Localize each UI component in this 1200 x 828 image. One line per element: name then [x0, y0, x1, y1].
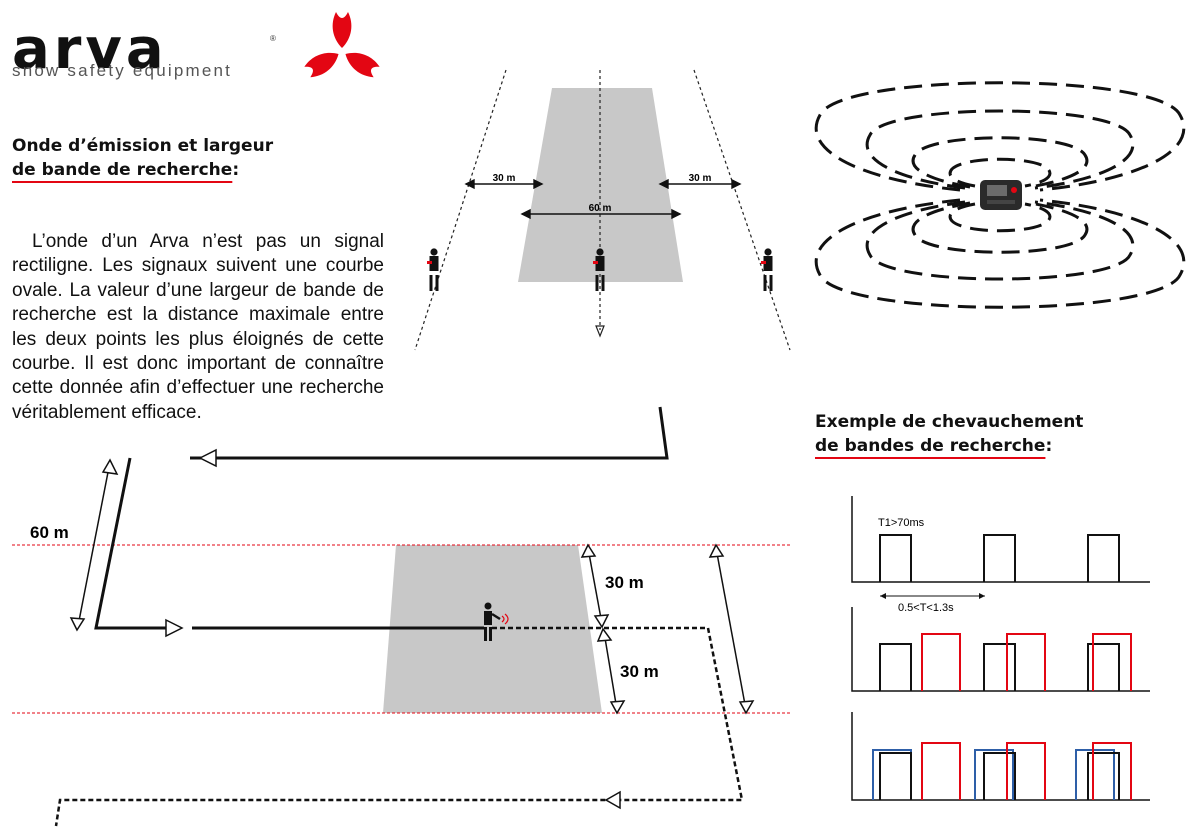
- pulse-black-3-2: [983, 752, 1016, 800]
- title-colon: :: [232, 160, 240, 180]
- arrow-icon: [979, 593, 985, 599]
- label-center-60m: 60 m: [589, 203, 612, 214]
- pulse-black-3-1: [879, 752, 912, 800]
- search-band-diagram: 30 m 60 m 30 m: [414, 69, 791, 351]
- dimension-30m-upper-line: [587, 547, 603, 625]
- search-path-upper: [190, 406, 669, 460]
- search-pattern-diagram: 60 m 30 m 30 m: [12, 406, 790, 827]
- left-path-line: [414, 69, 507, 351]
- rescuer-figure-icon: [484, 602, 509, 641]
- title-line-1: Onde d’émission et largeur: [12, 136, 274, 156]
- arrow-icon: [671, 208, 682, 220]
- chart-axis-3: [851, 712, 1150, 801]
- field-line-lower-inner: [911, 201, 1089, 254]
- arrow-icon: [533, 178, 544, 190]
- label-right-30m: 30 m: [689, 173, 712, 184]
- pulse-blue-3-1: [872, 749, 912, 800]
- pulse-black-2-1: [879, 643, 912, 691]
- searcher-figure-icon: [427, 248, 439, 291]
- searcher-figure-icon: [761, 248, 773, 291]
- dimension-arrow-icon: [580, 543, 597, 558]
- arrow-icon: [464, 178, 475, 190]
- right-path-line: [693, 69, 791, 351]
- arva-logo-icon: [304, 12, 380, 78]
- pulse-red-2-2: [1006, 633, 1046, 691]
- overlap-title-line-2: de bandes de recherche: [815, 436, 1046, 456]
- dimension-total-line: [715, 547, 747, 711]
- arrow-icon: [731, 178, 742, 190]
- field-line-upper-inner: [911, 136, 1089, 189]
- dimension-30m-lower-line: [603, 631, 618, 711]
- overlap-title-colon: :: [1045, 436, 1053, 456]
- brand-tagline: snow safety equipment: [12, 61, 233, 80]
- dimension-arrow-icon: [609, 700, 626, 715]
- field-line-upper-middle: [865, 109, 1135, 190]
- field-line-upper-outer: [814, 81, 1186, 192]
- title-line-2: de bande de recherche: [12, 160, 233, 180]
- pulse-red-2-1: [921, 633, 961, 691]
- chart-axis-1: [851, 496, 1150, 583]
- center-path-arrow-icon: [595, 325, 605, 338]
- searcher-figure-icon: [593, 248, 605, 291]
- transceiver-device-icon: [980, 180, 1022, 210]
- search-band-description: L’onde d’un Arva n’est pas un signal rec…: [12, 231, 384, 423]
- arva-wordmark: arva: [12, 17, 168, 82]
- pulse-red-3-2: [1006, 742, 1046, 800]
- section-title-overlap: Exemple de chevauchement de bandes de re…: [815, 410, 1083, 458]
- emission-wave-diagram: [814, 81, 1186, 309]
- field-line-lower-middle: [865, 200, 1135, 281]
- label-30m-upper: 30 m: [605, 573, 644, 592]
- direction-arrow-icon: [165, 618, 184, 638]
- field-line-lower-outer: [814, 198, 1186, 309]
- field-line-lower-core: [948, 202, 1052, 233]
- dimension-arrow-icon: [593, 614, 610, 629]
- direction-arrow-icon: [604, 790, 621, 810]
- overlap-title-line-1: Exemple de chevauchement: [815, 412, 1084, 432]
- pulse-blue-3-2: [974, 749, 1014, 800]
- dimension-arrow-icon: [101, 458, 119, 475]
- arrow-icon: [880, 593, 886, 599]
- pulse-black-1-3: [1087, 534, 1120, 582]
- pulse-black-3-3: [1087, 752, 1120, 800]
- search-path-continued: [54, 626, 744, 827]
- pulse-blue-3-3: [1075, 749, 1115, 800]
- dimension-arrow-icon: [738, 700, 755, 715]
- pulse-black-1-1: [879, 534, 912, 582]
- label-60m: 60 m: [30, 523, 69, 542]
- dimension-60m-line: [77, 461, 111, 627]
- pulse-red-3-3: [1092, 742, 1132, 800]
- period-label: 0.5<T<1.3s: [898, 602, 954, 614]
- arrow-icon: [658, 178, 669, 190]
- chart-axis-2: [851, 607, 1150, 692]
- signal-pulse-chart: T1>70ms 0.5<T<1.3s: [851, 496, 1150, 801]
- field-line-upper-core: [948, 157, 1052, 188]
- dimension-arrow-icon: [596, 627, 613, 642]
- pulse-black-2-3: [1087, 643, 1120, 691]
- label-left-30m: 30 m: [493, 173, 516, 184]
- pulse-black-1-2: [983, 534, 1016, 582]
- search-path-turn: [94, 457, 166, 630]
- direction-arrow-icon: [198, 448, 217, 468]
- label-30m-lower: 30 m: [620, 662, 659, 681]
- section-title-search-band: Onde d’émission et largeur de bande de r…: [12, 134, 273, 182]
- dimension-arrow-icon: [69, 617, 86, 632]
- pulse-red-3-1: [921, 742, 961, 800]
- registered-mark: ®: [270, 34, 276, 43]
- dimension-arrow-icon: [708, 543, 725, 558]
- arrow-icon: [520, 208, 531, 220]
- pulse-black-2-2: [983, 643, 1016, 691]
- pulse-red-2-3: [1092, 633, 1132, 691]
- t1-label: T1>70ms: [878, 517, 925, 529]
